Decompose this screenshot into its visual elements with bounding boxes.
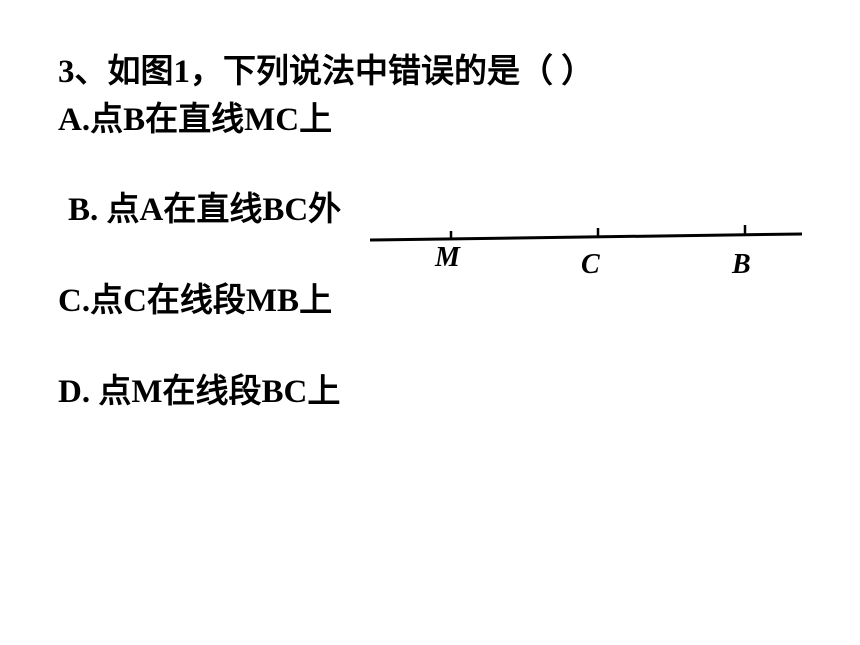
option-b: B. 点A在直线BC外: [68, 192, 342, 228]
point-label-b: B: [732, 249, 751, 280]
point-label-c: C: [581, 249, 600, 280]
option-a: A.点B在直线MC上: [58, 102, 333, 138]
question-title: 3、如图1，下列说法中错误的是（ ）: [58, 54, 595, 90]
option-d: D. 点M在线段BC上: [58, 374, 341, 410]
straight-line: [369, 232, 803, 242]
option-c: C.点C在线段MB上: [58, 283, 333, 319]
point-label-m: M: [435, 242, 460, 273]
